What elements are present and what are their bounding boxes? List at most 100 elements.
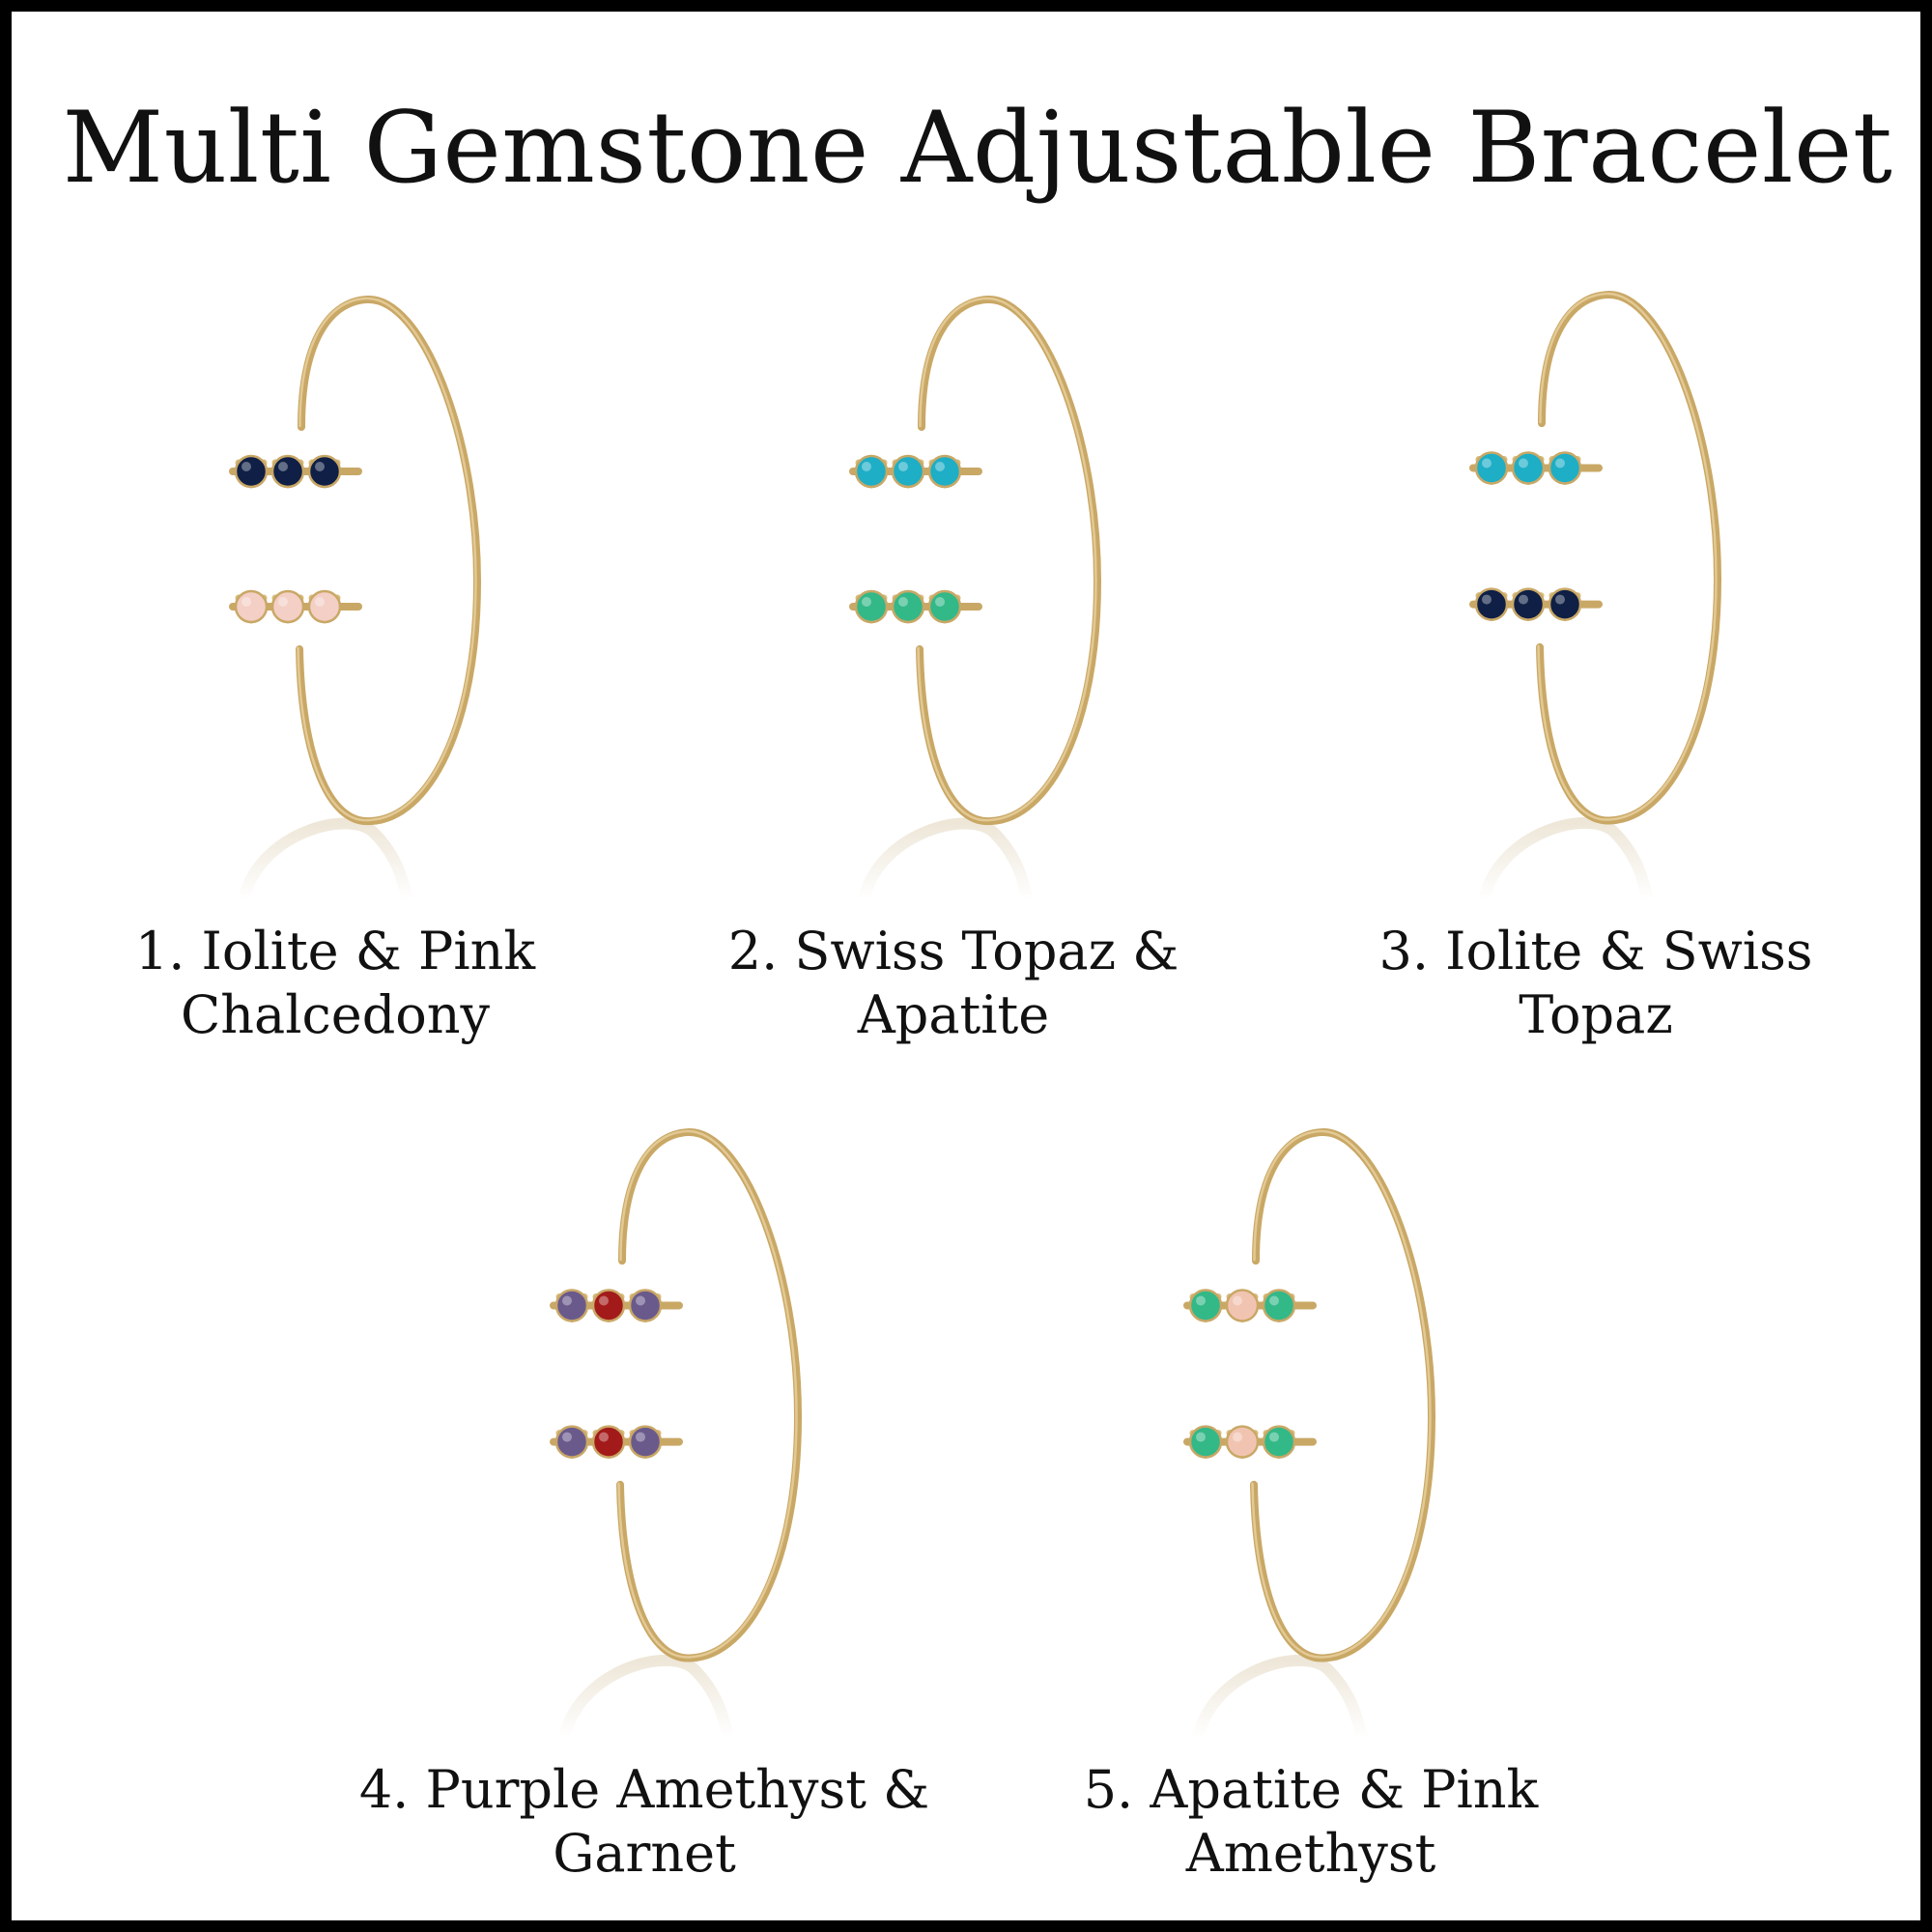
bracelet-item-5 [1159,1124,1449,1740]
reflection-shape [858,817,1034,902]
caption-line-1: 4. Purple Amethyst & [358,1759,930,1820]
gem-sparkle [636,1295,645,1306]
gem-sparkle [1196,1295,1206,1306]
reflection-shape [558,1654,734,1740]
gem-sparkle [242,462,251,471]
bottom-gemstone-1 [234,589,269,624]
reflection-shape [1192,1654,1368,1740]
top-gemstone-2 [270,454,305,489]
gem-sparkle [1196,1432,1206,1442]
reflection-shape [1478,816,1654,902]
top-gemstone-3 [1262,1289,1296,1322]
bracelet-band [616,1128,803,1662]
top-gemstone-3 [927,454,962,489]
gem-sparkle [1555,594,1565,605]
bracelet-band [1250,1128,1436,1662]
bottom-gemstone-2 [891,589,925,624]
top-gemstone-1 [854,454,889,489]
bracelet-image-3 [1469,291,1722,902]
gem-sparkle [599,1432,609,1442]
bracelet-item-2 [825,292,1115,902]
bottom-gemstone-2 [1225,1425,1260,1459]
gem-sparkle [562,1295,572,1306]
bottom-gemstone-3 [1548,587,1582,621]
gem-sparkle [935,597,945,607]
gem-sparkle [562,1432,572,1442]
bracelet-band-highlight [917,297,1097,822]
caption-line-2: Topaz [1519,984,1673,1045]
gem-sparkle [898,462,908,471]
caption-line-2: Amethyst [1185,1823,1436,1884]
gem-sparkle [935,462,945,471]
gem-sparkle [1233,1295,1242,1306]
gem-sparkle [278,597,288,607]
top-gemstone-2 [591,1289,626,1322]
top-gemstone-3 [307,454,342,489]
caption-line-1: 1. Iolite & Pink [134,921,536,981]
gem-sparkle [1269,1295,1279,1306]
caption-line-2: Apatite [857,984,1050,1045]
gem-sparkle [599,1295,609,1306]
bracelet-band-highlight [1537,292,1718,821]
top-gemstone-3 [1548,451,1582,485]
gem-sparkle [1482,458,1492,469]
bottom-gemstone-3 [628,1425,663,1459]
gem-sparkle [315,462,325,471]
gem-sparkle [1519,458,1528,469]
bracelet-image-1 [229,295,482,902]
bottom-gemstone-3 [307,589,342,624]
top-gemstone-1 [1188,1289,1223,1322]
bracelet-caption-1: 1. Iolite & Pink Chalcedony [94,920,577,1047]
bracelet-band-highlight [1251,1129,1432,1659]
bracelet-caption-5: 5. Apatite & Pink Amethyst [1065,1758,1557,1886]
bracelet-item-3 [1445,287,1735,902]
bracelet-item-4 [526,1124,815,1740]
bottom-gemstone-3 [1262,1425,1296,1459]
bracelet-band [916,295,1102,826]
bracelet-caption-2: 2. Swiss Topaz & Apatite [697,920,1209,1047]
bracelet-caption-3: 3. Iolite & Swiss Topaz [1354,920,1837,1047]
bracelet-band [1536,291,1722,825]
gem-sparkle [1269,1432,1279,1442]
top-gemstone-1 [234,454,269,489]
bracelet-image-2 [849,295,1102,902]
bracelet-item-1 [205,292,495,902]
gem-sparkle [862,462,871,471]
gem-sparkle [242,597,251,607]
top-gemstone-2 [1225,1289,1260,1322]
caption-line-1: 3. Iolite & Swiss [1378,921,1813,981]
gem-sparkle [315,597,325,607]
top-gemstone-1 [554,1289,589,1322]
caption-line-1: 5. Apatite & Pink [1083,1759,1539,1820]
caption-line-2: Garnet [553,1823,736,1884]
top-gemstone-1 [1474,451,1509,485]
caption-line-1: 2. Swiss Topaz & [727,921,1179,981]
reflection-shape [238,817,413,902]
top-gemstone-2 [891,454,925,489]
gem-sparkle [898,597,908,607]
bottom-gemstone-2 [270,589,305,624]
gem-sparkle [636,1432,645,1442]
bottom-gemstone-1 [854,589,889,624]
bracelet-image-4 [550,1128,803,1740]
gem-sparkle [862,597,871,607]
bottom-gemstone-2 [591,1425,626,1459]
caption-line-2: Chalcedony [180,984,491,1045]
bottom-gemstone-1 [1474,587,1509,621]
bottom-gemstone-2 [1511,587,1546,621]
bracelet-band-highlight [297,297,477,822]
bracelet-band-highlight [617,1129,798,1659]
gem-sparkle [1555,458,1565,469]
gem-sparkle [278,462,288,471]
top-gemstone-2 [1511,451,1546,485]
gem-sparkle [1519,594,1528,605]
bracelet-band [296,295,482,826]
bracelet-caption-4: 4. Purple Amethyst & Garnet [340,1758,949,1886]
page-title: Multi Gemstone Adjustable Bracelet [62,91,1893,206]
top-gemstone-3 [628,1289,663,1322]
bottom-gemstone-1 [1188,1425,1223,1459]
bottom-gemstone-3 [927,589,962,624]
gem-sparkle [1482,594,1492,605]
bracelet-image-5 [1183,1128,1436,1740]
